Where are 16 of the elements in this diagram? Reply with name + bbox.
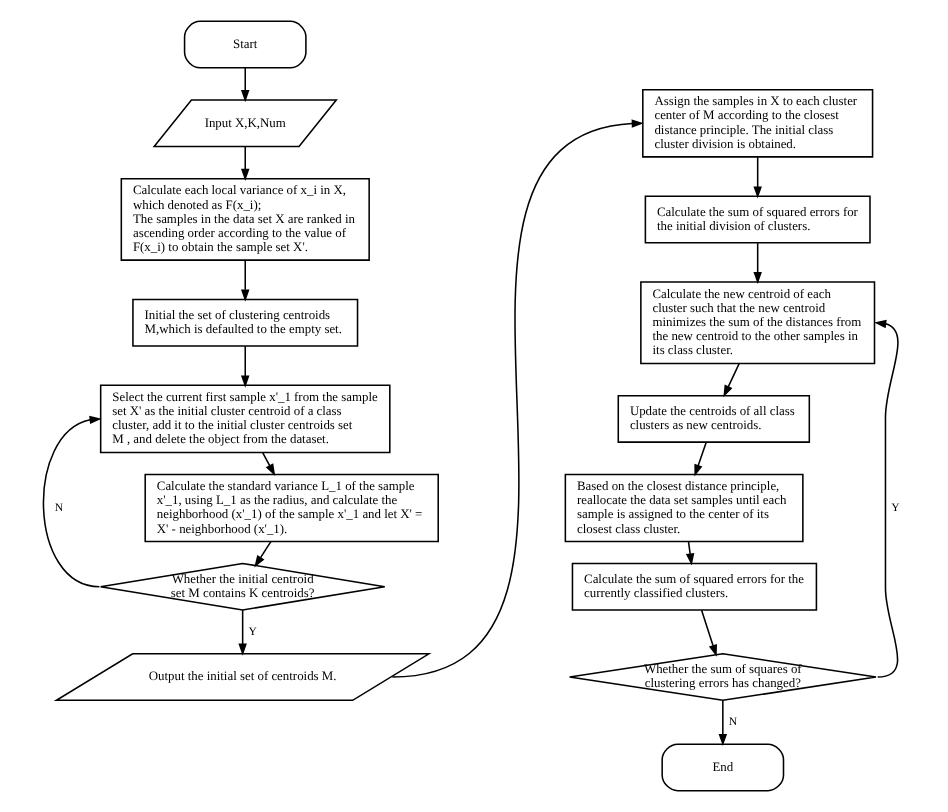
arrow: [241, 67, 250, 103]
arrow: [694, 441, 707, 477]
arrow: [391, 119, 644, 678]
arrow: [241, 345, 250, 388]
arrow: [700, 609, 717, 657]
arrow: [42, 415, 102, 588]
arrow: [685, 540, 695, 566]
arrow: [254, 540, 272, 568]
arrow: [753, 242, 762, 285]
arrow: [718, 699, 728, 747]
arrow: [262, 452, 276, 476]
arrow: [238, 609, 247, 656]
arrow: [723, 362, 740, 398]
arrow: [241, 259, 250, 302]
arrow: [241, 146, 250, 181]
arrow: [753, 156, 762, 199]
